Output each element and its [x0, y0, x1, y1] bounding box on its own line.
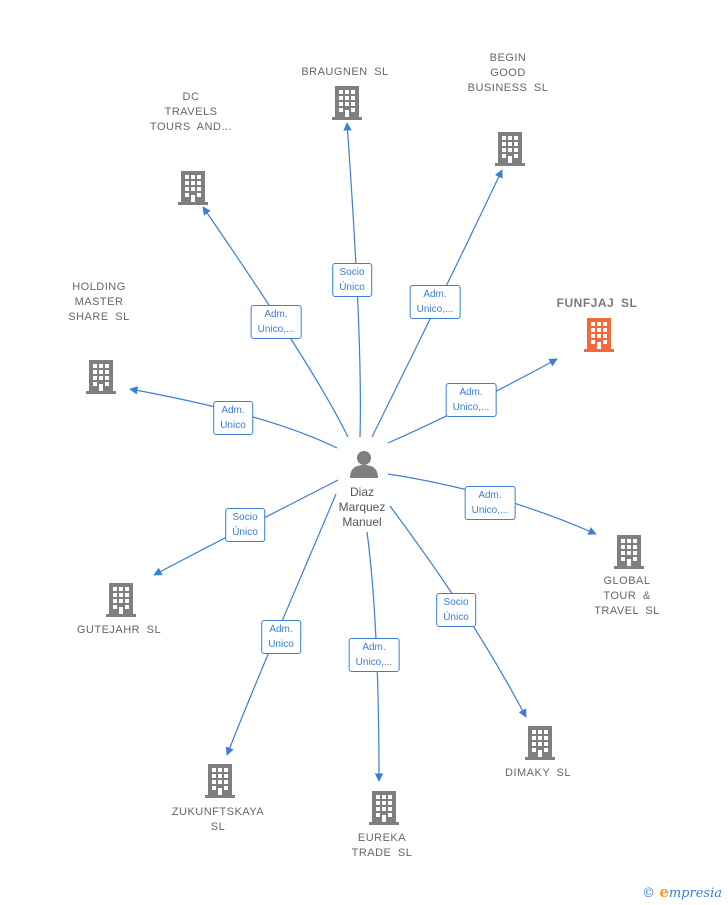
company-label-zukunft[interactable]: ZUKUNFTSKAYA SL [171, 806, 265, 833]
company-label-braugnen[interactable]: BRAUGNEN SL [301, 66, 389, 78]
relation-label-begin[interactable]: Adm. Unico,... [409, 285, 461, 319]
relation-label-gutejahr[interactable]: Socio Único [225, 508, 265, 542]
company-label-funfjaj[interactable]: FUNFJAJ SL [556, 296, 638, 310]
brand-logo: © empresia [642, 883, 722, 901]
building-icon[interactable] [495, 132, 525, 166]
company-label-holding[interactable]: HOLDING MASTER SHARE SL [68, 281, 130, 323]
relation-label-braugnen[interactable]: Socio Único [332, 263, 372, 297]
relation-label-eureka[interactable]: Adm. Unico,... [348, 638, 400, 672]
building-icon[interactable] [106, 583, 136, 617]
building-icon[interactable] [86, 360, 116, 394]
brand-initial: e [659, 883, 669, 901]
building-icon[interactable] [178, 171, 208, 205]
person-icon [350, 451, 378, 478]
building-icon[interactable] [584, 318, 614, 352]
company-label-begin[interactable]: BEGIN GOOD BUSINESS SL [467, 52, 549, 94]
building-icon[interactable] [525, 726, 555, 760]
edge-begin [371, 169, 503, 438]
relation-label-global[interactable]: Adm. Unico,... [464, 486, 516, 520]
relation-label-dimaky[interactable]: Socio Único [436, 593, 476, 627]
company-label-dc[interactable]: DC TRAVELS TOURS AND... [149, 91, 233, 133]
building-icon[interactable] [332, 86, 362, 120]
building-icon[interactable] [614, 535, 644, 569]
company-label-eureka[interactable]: EUREKA TRADE SL [351, 832, 413, 859]
edge-braugnen [343, 122, 361, 438]
company-label-gutejahr[interactable]: GUTEJAHR SL [76, 624, 162, 636]
brand-name: mpresia [668, 886, 722, 901]
relation-label-dc[interactable]: Adm. Unico,... [250, 305, 302, 339]
copyright-symbol: © [642, 886, 656, 901]
company-label-dimaky[interactable]: DIMAKY SL [505, 767, 571, 779]
center-person-name: Diaz Marquez Manuel [338, 485, 386, 529]
building-icon[interactable] [205, 764, 235, 798]
relation-label-zukunft[interactable]: Adm. Unico [261, 620, 301, 654]
building-icon[interactable] [369, 791, 399, 825]
relation-label-holding[interactable]: Adm. Unico [213, 401, 253, 435]
relation-label-funfjaj[interactable]: Adm. Unico,... [445, 383, 497, 417]
company-label-global[interactable]: GLOBAL TOUR & TRAVEL SL [594, 575, 660, 617]
